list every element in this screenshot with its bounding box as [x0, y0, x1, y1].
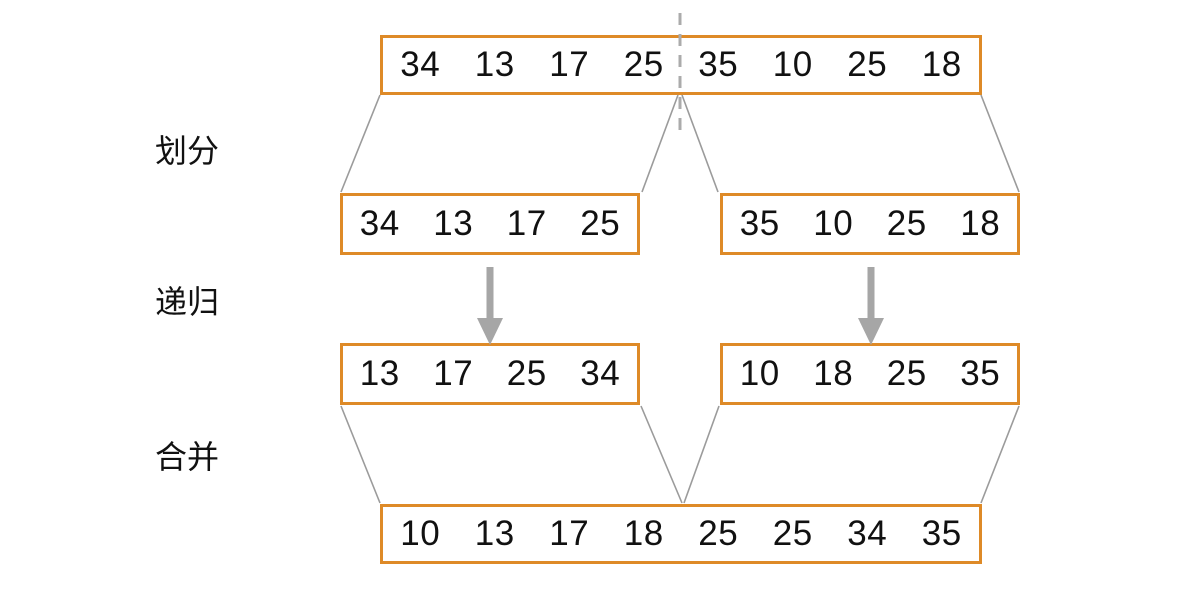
down-arrow-icon	[477, 267, 503, 345]
array-value: 18	[623, 514, 664, 553]
array-value: 25	[886, 204, 927, 243]
array-value: 25	[506, 354, 547, 393]
array-value: 10	[772, 45, 813, 84]
array-value: 17	[433, 354, 474, 393]
array-value: 35	[921, 514, 962, 553]
connector-line	[641, 94, 679, 193]
array-value: 35	[739, 204, 780, 243]
array-value: 25	[623, 45, 664, 84]
array-value: 10	[813, 204, 854, 243]
array-value: 17	[506, 204, 547, 243]
array-value: 34	[580, 354, 621, 393]
array-value: 18	[813, 354, 854, 393]
array-box-source: 34 13 17 25 35 10 25 18	[380, 35, 982, 95]
connector-line	[683, 405, 720, 504]
array-box-right-half: 35 10 25 18	[720, 193, 1020, 255]
array-value: 13	[433, 204, 474, 243]
array-value: 25	[847, 45, 888, 84]
array-value: 18	[921, 45, 962, 84]
array-value: 18	[960, 204, 1001, 243]
down-arrow-icon	[858, 267, 884, 345]
array-value: 25	[772, 514, 813, 553]
array-value: 10	[739, 354, 780, 393]
connector-line	[340, 405, 381, 504]
array-box-right-sorted: 10 18 25 35	[720, 343, 1020, 405]
step-label-divide: 划分	[155, 133, 220, 169]
step-label-merge: 合并	[155, 439, 220, 475]
array-value: 34	[359, 204, 400, 243]
array-value: 35	[960, 354, 1001, 393]
array-value: 34	[847, 514, 888, 553]
connector-line	[980, 405, 1020, 504]
array-value: 10	[400, 514, 441, 553]
array-value: 17	[549, 45, 590, 84]
array-box-left-sorted: 13 17 25 34	[340, 343, 640, 405]
array-value: 25	[886, 354, 927, 393]
array-value: 25	[698, 514, 739, 553]
array-value: 25	[580, 204, 621, 243]
connector-line	[681, 94, 719, 193]
array-value: 17	[549, 514, 590, 553]
array-value: 13	[474, 514, 515, 553]
array-value: 13	[474, 45, 515, 84]
array-box-merged: 10 13 17 18 25 25 34 35	[380, 504, 982, 564]
array-value: 34	[400, 45, 441, 84]
connector-line	[980, 94, 1020, 193]
step-label-recurse: 递归	[155, 284, 220, 320]
array-value: 13	[359, 354, 400, 393]
connector-line	[640, 405, 683, 504]
array-box-left-half: 34 13 17 25	[340, 193, 640, 255]
array-value: 35	[698, 45, 739, 84]
connector-line	[340, 94, 381, 193]
